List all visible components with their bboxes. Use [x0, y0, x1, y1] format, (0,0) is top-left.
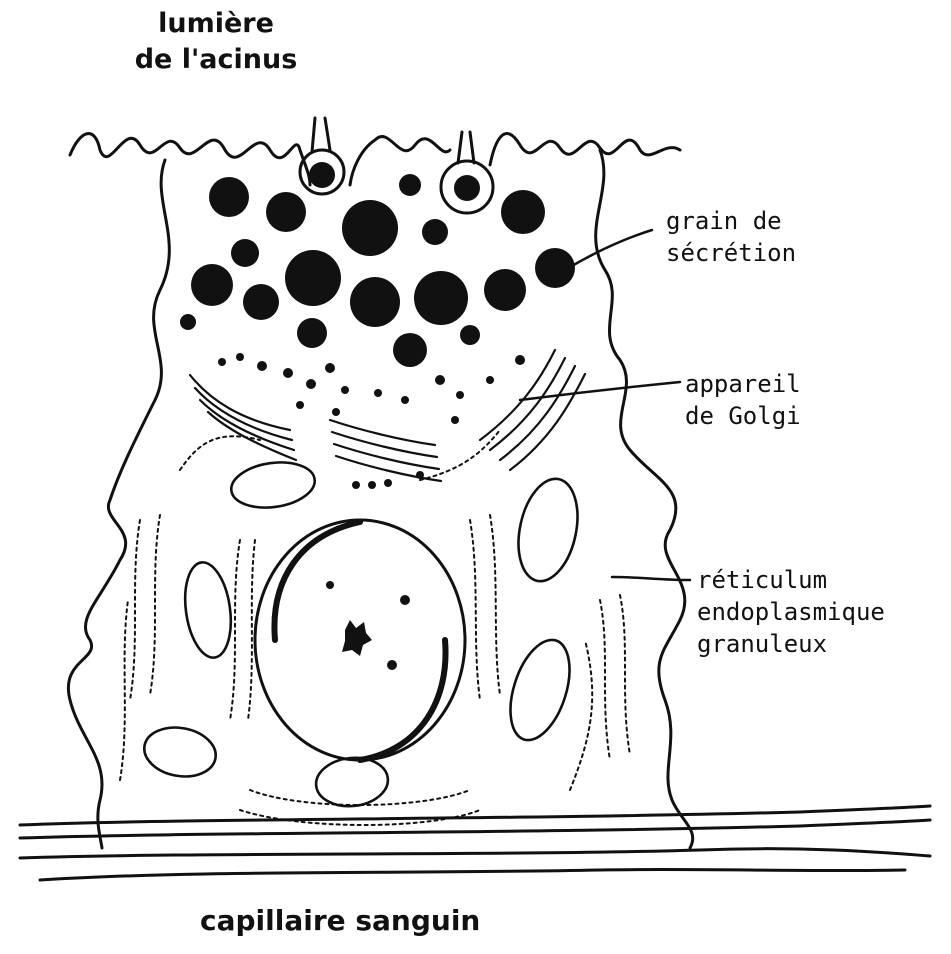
label-golgi-line-1: appareil	[685, 368, 801, 400]
label-secretion-grain: grain de sécrétion	[666, 205, 796, 269]
label-secretion-grain-line-2: sécrétion	[666, 237, 796, 269]
left-lateral-membrane	[68, 160, 169, 848]
label-rough-er-line-1: réticulum	[697, 564, 885, 596]
label-rough-er-line-2: endoplasmique	[697, 596, 885, 628]
leader-grain	[565, 230, 652, 270]
label-rough-er: réticulum endoplasmique granuleux	[697, 564, 885, 660]
small-vesicles	[218, 353, 525, 489]
golgi-stack-left	[190, 375, 296, 460]
lumen-title: lumière de l'acinus	[96, 6, 336, 78]
nucleolus	[326, 581, 410, 670]
label-secretion-grain-line-1: grain de	[666, 205, 796, 237]
golgi-stack-right	[480, 350, 585, 470]
leader-golgi	[520, 382, 680, 400]
rough-er	[120, 430, 630, 825]
capillary-title: capillaire sanguin	[200, 904, 600, 937]
label-rough-er-line-3: granuleux	[697, 628, 885, 660]
lumen-title-line-2: de l'acinus	[96, 42, 336, 78]
label-golgi-line-2: de Golgi	[685, 400, 801, 432]
label-golgi: appareil de Golgi	[685, 368, 801, 432]
golgi-stack-center	[330, 420, 441, 481]
basal-lamina	[20, 806, 930, 880]
secretory-granules	[180, 162, 575, 367]
lumen-title-line-1: lumière	[96, 6, 336, 42]
